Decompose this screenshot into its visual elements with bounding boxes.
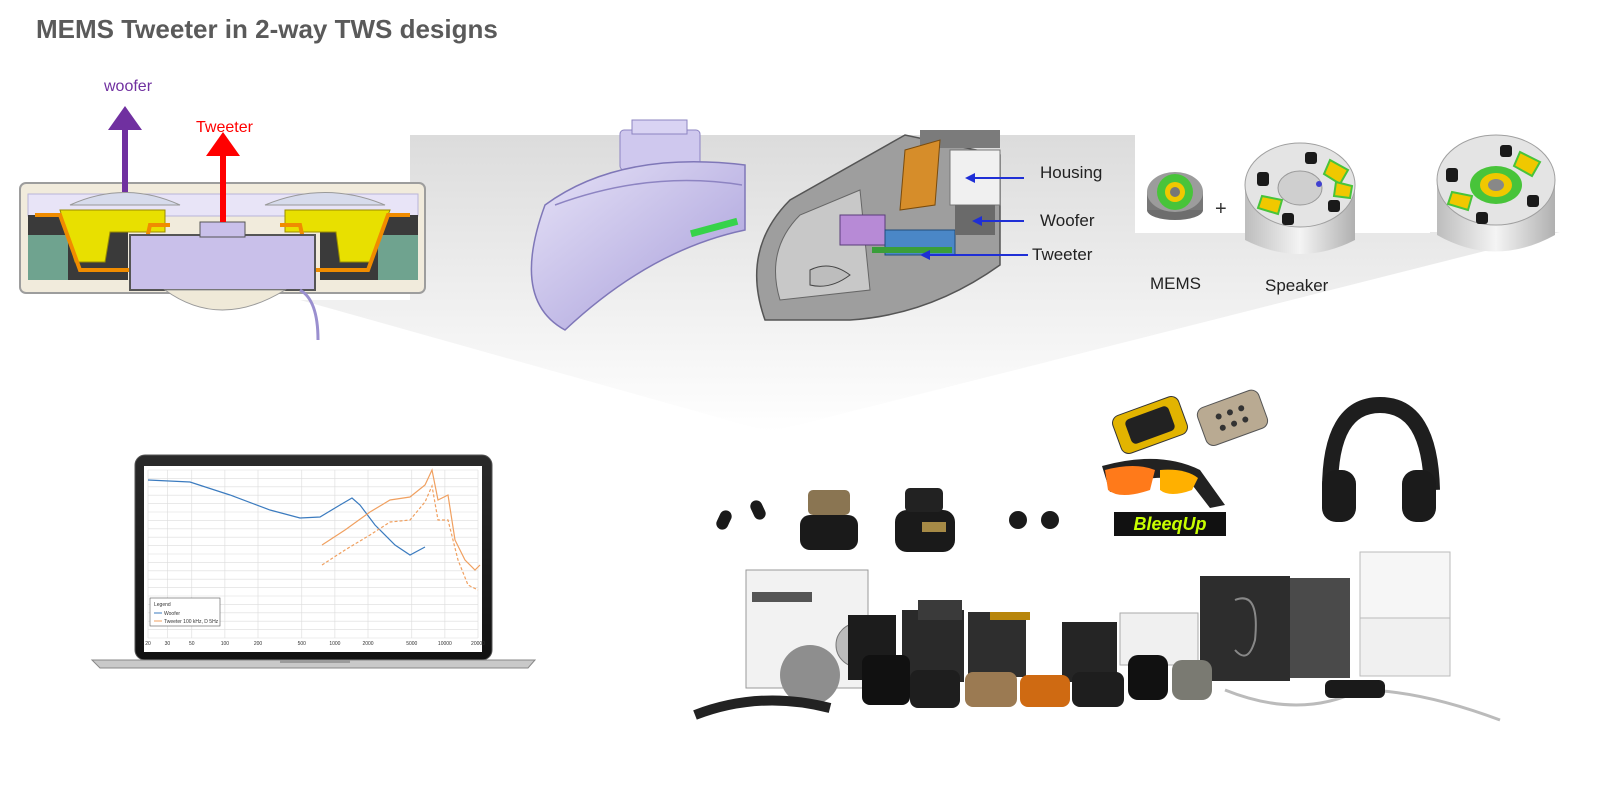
plot-legend-title: Legend: [154, 602, 171, 608]
plot-x-tick-label: 500: [298, 641, 307, 647]
plot-x-tick-label: 20: [145, 641, 151, 647]
plot-legend-woofer: Woofer: [164, 611, 180, 617]
slide-title: MEMS Tweeter in 2-way TWS designs: [36, 14, 498, 44]
plot-legend-tweeter: Tweeter 100 kHz, D 5Hz: [164, 619, 219, 625]
tweeter-cutaway-label: Tweeter: [1032, 245, 1093, 264]
woofer-cutaway-label: Woofer: [1040, 211, 1095, 230]
plus-sign: +: [1215, 198, 1227, 220]
woofer-label: woofer: [104, 78, 153, 95]
plot-x-tick-label: 1000: [329, 641, 340, 647]
speaker-label: Speaker: [1265, 276, 1329, 295]
plot-x-tick-label: 30: [165, 641, 171, 647]
plot-x-tick-label: 100: [221, 641, 230, 647]
housing-label: Housing: [1040, 163, 1103, 182]
bleequp-logo: BleeqUp: [1133, 514, 1206, 534]
plot-x-tick-label: 200: [254, 641, 263, 647]
plot-x-tick-label: 20000: [471, 641, 485, 647]
plot-x-tick-label: 5000: [406, 641, 417, 647]
tweeter-label: Tweeter: [196, 119, 253, 136]
plot-x-tick-label: 50: [189, 641, 195, 647]
mems-label: MEMS: [1150, 274, 1201, 293]
plot-x-tick-label: 10000: [438, 641, 452, 647]
plot-x-tick-label: 2000: [362, 641, 373, 647]
